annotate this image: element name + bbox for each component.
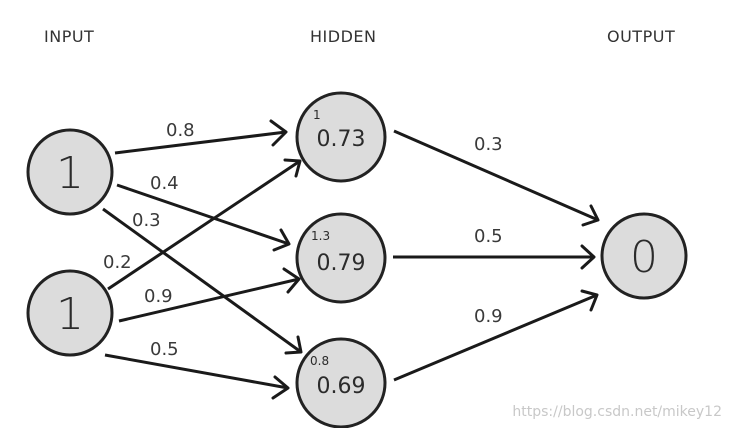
input-node-1: 1 xyxy=(26,128,114,216)
layer-label-output: OUTPUT xyxy=(607,27,675,46)
weight-in2-h3: 0.5 xyxy=(150,339,179,360)
weight-h2-out: 0.5 xyxy=(474,226,503,247)
hidden-node-2: 1.3 0.79 xyxy=(295,212,387,304)
weight-in1-h1: 0.8 xyxy=(166,120,195,141)
weight-in2-h1: 0.2 xyxy=(103,252,132,273)
output-node: 0 xyxy=(600,212,688,300)
hidden-node-3: 0.8 0.69 xyxy=(295,337,387,428)
hidden-node-1: 1 0.73 xyxy=(295,91,387,183)
edge-in2-h2 xyxy=(118,267,301,323)
input-node-1-value: 1 xyxy=(56,148,84,199)
hidden-node-2-value: 0.79 xyxy=(317,251,366,276)
hidden-node-2-pre: 1.3 xyxy=(311,229,330,243)
hidden-node-1-pre: 1 xyxy=(313,108,321,122)
weight-in1-h3: 0.3 xyxy=(132,210,161,231)
edge-in2-h3 xyxy=(104,353,290,400)
weight-in1-h2: 0.4 xyxy=(150,173,179,194)
edge-h3-out xyxy=(393,289,599,382)
edge-in1-h1 xyxy=(114,119,288,155)
weight-in2-h2: 0.9 xyxy=(144,286,173,307)
edge-in1-h2 xyxy=(116,183,291,252)
hidden-node-3-pre: 0.8 xyxy=(310,354,329,368)
edge-in2-h1 xyxy=(107,158,302,291)
output-node-value: 0 xyxy=(630,232,658,283)
watermark-text: https://blog.csdn.net/mikey12 xyxy=(512,404,722,420)
layer-label-input: INPUT xyxy=(44,27,94,46)
weight-h1-out: 0.3 xyxy=(474,134,503,155)
edge-in1-h3 xyxy=(102,207,303,355)
layer-label-hidden: HIDDEN xyxy=(310,27,376,46)
input-node-2-value: 1 xyxy=(56,289,84,340)
hidden-node-3-value: 0.69 xyxy=(317,374,366,399)
hidden-node-1-value: 0.73 xyxy=(317,127,366,152)
edge-h2-out xyxy=(393,244,596,270)
edge-h1-out xyxy=(393,129,600,227)
weight-h3-out: 0.9 xyxy=(474,306,503,327)
input-node-2: 1 xyxy=(26,269,114,357)
